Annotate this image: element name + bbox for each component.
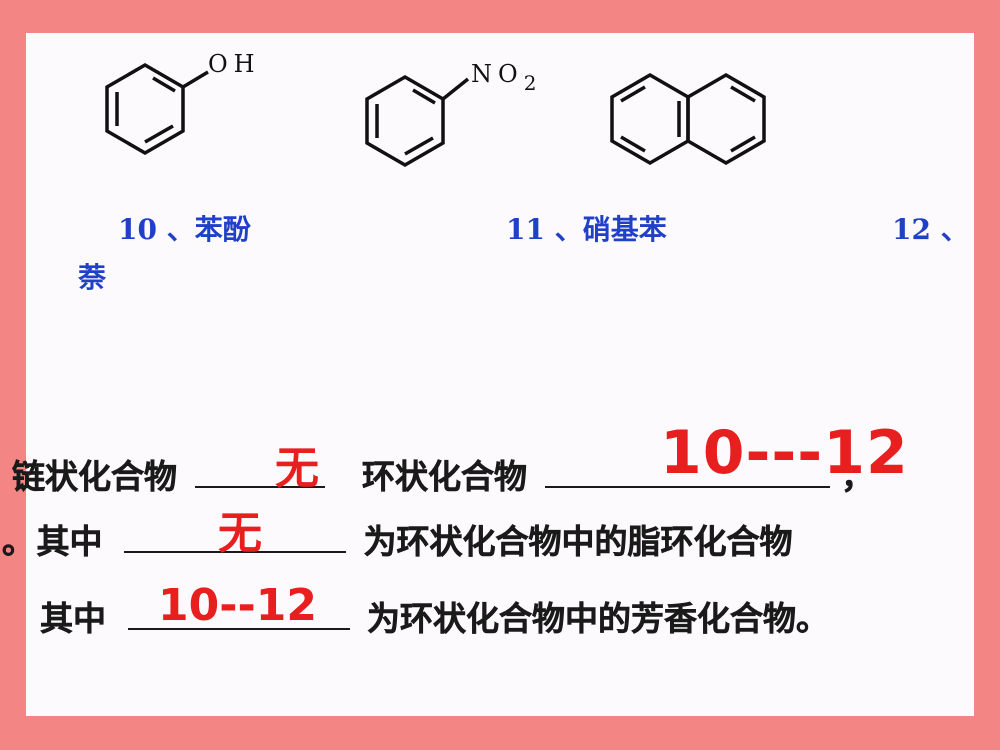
ring-compound-label: 环状化合物 (362, 457, 528, 497)
answer-aromatic: 10--12 (158, 580, 317, 631)
line1-comma: ， (841, 457, 875, 497)
answer-chain: 无 (275, 443, 319, 494)
ring-answer-blank (544, 456, 830, 488)
svg-text:NO2: NO2 (471, 60, 542, 95)
caption-nitrobenzene: 11 、硝基苯 (506, 213, 667, 246)
alicyclic-answer-blank (124, 521, 346, 553)
substituent-oh-label: OH (208, 50, 261, 78)
chain-answer-blank (194, 456, 325, 488)
line3-which-label: 其中 (40, 599, 107, 639)
naphthalene-structure (610, 72, 766, 166)
aromatic-answer-blank (127, 598, 350, 630)
question-line-2: 。 其中 为环状化合物中的脂环化合物 (2, 515, 793, 563)
answer-ring: 10---12 (660, 418, 909, 488)
aromatic-description: 为环状化合物中的芳香化合物。 (367, 599, 830, 639)
question-line-1: 链状化合物 环状化合物 ， (12, 450, 875, 498)
question-line-3: 其中 为环状化合物中的芳香化合物。 (40, 592, 830, 640)
nitrobenzene-structure: NO2 (365, 60, 542, 168)
caption-naphthalene-name: 萘 (78, 261, 107, 294)
alicyclic-description: 为环状化合物中的脂环化合物 (363, 522, 793, 562)
caption-phenol: 10 、苯酚 (118, 213, 251, 246)
line2-which-label: 其中 (36, 522, 103, 562)
phenol-structure: OH (105, 50, 261, 156)
caption-naphthalene-number: 12 、 (892, 213, 969, 246)
substituent-no-label: NO (471, 60, 524, 88)
line2-period: 。 (2, 522, 36, 562)
answer-alicyclic: 无 (218, 508, 262, 559)
substituent-subscript: 2 (524, 71, 543, 95)
slide-canvas (26, 33, 974, 716)
chain-compound-label: 链状化合物 (12, 457, 178, 497)
